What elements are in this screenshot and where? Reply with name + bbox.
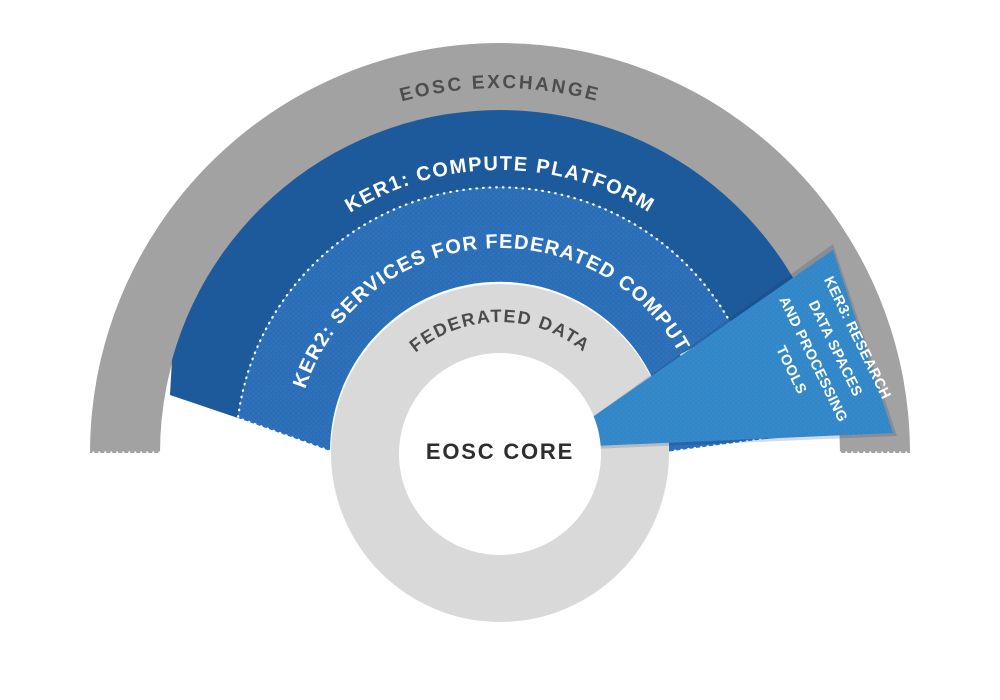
label-eosc-core: EOSC CORE (426, 439, 574, 464)
core-circle (399, 353, 601, 555)
ker2-dotted-border (236, 186, 765, 453)
ring-ker1 (170, 110, 840, 440)
ring-ker2-texture (238, 187, 764, 452)
ker3-wedge-texture (548, 250, 893, 448)
ring-eosc-exchange (90, 43, 910, 453)
